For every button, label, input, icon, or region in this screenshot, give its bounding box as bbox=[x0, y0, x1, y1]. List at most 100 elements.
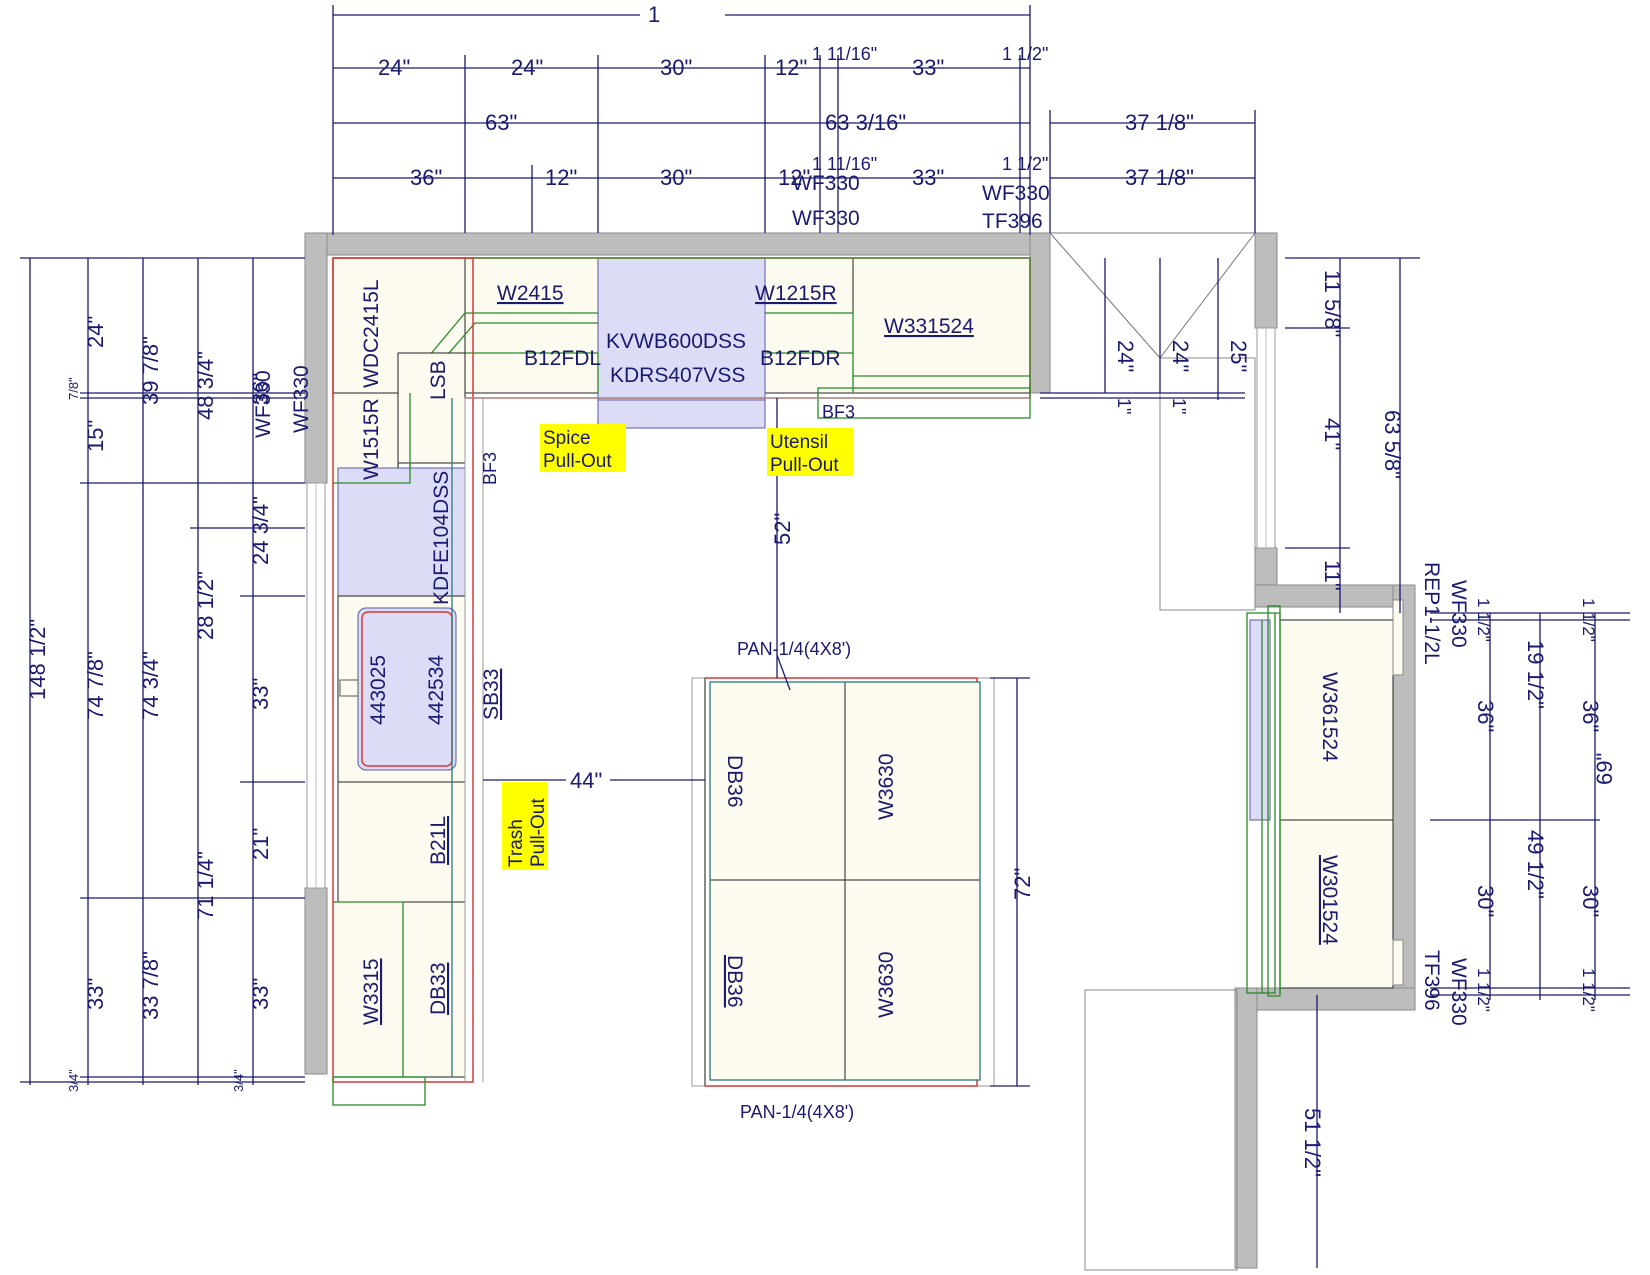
dim-run-1-1-2b: 1 1/2" bbox=[1474, 968, 1493, 1012]
faucet-icon bbox=[339, 679, 359, 697]
cabinet-w3315[interactable] bbox=[332, 901, 404, 1078]
label-b12fdl: B12FDL bbox=[524, 347, 601, 370]
island-db36-bottom[interactable] bbox=[709, 879, 846, 1081]
dim-corner-24a: 24" bbox=[1113, 340, 1138, 372]
cabinet-w361524[interactable] bbox=[1279, 619, 1394, 821]
note-spice-bg bbox=[540, 424, 626, 472]
dishwasher[interactable] bbox=[337, 467, 466, 597]
label-w2415: W2415 bbox=[497, 282, 564, 305]
dim-center-44: 44" bbox=[570, 768, 602, 793]
label-db36-bottom: DB36 bbox=[723, 955, 746, 1008]
note-spice-line1: Spice bbox=[543, 428, 591, 449]
wall-left bbox=[304, 232, 328, 484]
island-w3630-top[interactable] bbox=[844, 681, 981, 881]
dim-run-30a: 30" bbox=[1473, 885, 1498, 917]
label-sink2: 442534 bbox=[425, 655, 448, 725]
dim-run-1-1-2a: 1 1/2" bbox=[1474, 598, 1493, 642]
filler-wf330-right2: WF330 bbox=[1447, 958, 1470, 1026]
notes: Spice Pull-Out Utensil Pull-Out Trash Pu… bbox=[502, 424, 853, 870]
note-trash-bg bbox=[502, 782, 548, 870]
dim-run-36b: 36" bbox=[1578, 700, 1603, 732]
dim-row2-37-1-8: 37 1/8" bbox=[1125, 110, 1194, 135]
cabinet-lsb[interactable] bbox=[397, 352, 466, 464]
dim-center-52: 52" bbox=[770, 513, 795, 545]
dim-run-19-1-2: 19 1/2" bbox=[1523, 640, 1548, 709]
filler-tf396-top: TF396 bbox=[982, 210, 1043, 233]
filler-wf330-right1: WF330 bbox=[1447, 580, 1470, 648]
panel-label-top: PAN-1/4(4X8') bbox=[737, 639, 851, 659]
dim-left-24: 24" bbox=[83, 316, 108, 348]
dim-corner-1a: 1" bbox=[1114, 398, 1134, 414]
label-b21l: B21L bbox=[427, 816, 450, 865]
wall-top bbox=[304, 232, 1051, 256]
label-w3315: W3315 bbox=[360, 958, 383, 1025]
dim-left-33b: 33" bbox=[83, 978, 108, 1010]
cabinet-w301524[interactable] bbox=[1279, 819, 1394, 989]
dim-row1-12: 12" bbox=[775, 55, 807, 80]
bf3-filler-box bbox=[817, 387, 1031, 419]
dim-row2-63-3-16: 63 3/16" bbox=[825, 110, 906, 135]
dim-left-48-3-4: 48 3/4" bbox=[193, 351, 218, 420]
dim-row1-33: 33" bbox=[912, 55, 944, 80]
dim-row3-36: 36" bbox=[410, 165, 442, 190]
filler-labels: WF330 WF330 WF330 TF396 WF330 WF330 WF33… bbox=[252, 172, 1470, 1026]
label-w301524: W301524 bbox=[1318, 855, 1341, 945]
filler-wf330-top3: WF330 bbox=[982, 182, 1050, 205]
dim-run-1-1-2d: 1 1/2" bbox=[1579, 968, 1598, 1012]
label-range: KDRS407VSS bbox=[610, 364, 745, 387]
label-db33: DB33 bbox=[427, 962, 450, 1015]
wall-bottom-right-vert bbox=[1234, 987, 1258, 1269]
dim-row1-1-1-2: 1 1/2" bbox=[1002, 44, 1048, 64]
right-panel bbox=[1249, 619, 1271, 821]
dim-row2-63: 63" bbox=[485, 110, 517, 135]
left-run bbox=[332, 257, 1030, 1106]
dim-row3-37-1-8: 37 1/8" bbox=[1125, 165, 1194, 190]
top-run bbox=[332, 257, 1031, 483]
dim-row3-30: 30" bbox=[660, 165, 692, 190]
dim-left-36: 36" bbox=[248, 373, 273, 405]
dim-row3-33: 33" bbox=[912, 165, 944, 190]
label-b12fdr: B12FDR bbox=[760, 347, 841, 370]
dim-run-30b: 30" bbox=[1578, 885, 1603, 917]
cabinet-w1215r[interactable] bbox=[764, 257, 854, 394]
label-w361524: W361524 bbox=[1318, 672, 1341, 762]
label-bf3-top: BF3 bbox=[822, 402, 855, 422]
dim-left-148: 148 1/2" bbox=[25, 619, 50, 700]
dim-right-11: 11" bbox=[1320, 560, 1345, 591]
label-db36-top: DB36 bbox=[723, 755, 746, 808]
label-hood: KVWB600DSS bbox=[606, 330, 746, 353]
dim-run-1-1-2c: 1 1/2" bbox=[1579, 598, 1598, 642]
dim-left-74-7-8: 74 7/8" bbox=[83, 651, 108, 720]
note-utensil-bg bbox=[767, 428, 853, 476]
note-spice-line2: Pull-Out bbox=[543, 451, 612, 472]
dim-right-41: 41" bbox=[1320, 418, 1345, 450]
openings bbox=[306, 232, 1276, 1271]
note-utensil-line2: Pull-Out bbox=[770, 455, 839, 476]
dim-row3-1-1-2: 1 1/2" bbox=[1002, 154, 1048, 174]
cabinet-w2415[interactable] bbox=[464, 257, 599, 394]
hall-outline bbox=[1159, 357, 1256, 611]
filler-tf bbox=[1392, 939, 1404, 986]
wall-left-lower bbox=[304, 887, 328, 1075]
dim-run-49-1-2: 49 1/2" bbox=[1523, 830, 1548, 899]
dim-row1-30: 30" bbox=[660, 55, 692, 80]
dim-corner-1b: 1" bbox=[1169, 398, 1189, 414]
dim-center-72: 72" bbox=[1010, 868, 1035, 900]
dim-right-11-5-8: 11 5/8" bbox=[1320, 270, 1345, 337]
dim-row1-24b: 24" bbox=[511, 55, 543, 80]
cabinet-b21l[interactable] bbox=[337, 781, 466, 903]
label-bf3-left: BF3 bbox=[480, 452, 500, 485]
label-w331524: W331524 bbox=[884, 315, 974, 338]
island-w3630-bottom[interactable] bbox=[844, 879, 981, 1081]
dim-left-3-4a: 3/4" bbox=[66, 1069, 81, 1092]
dim-left-28-1-2: 28 1/2" bbox=[193, 571, 218, 640]
right-run bbox=[1246, 599, 1404, 997]
dim-row1-24a: 24" bbox=[378, 55, 410, 80]
dim-left-24-3-4: 24 3/4" bbox=[248, 496, 273, 565]
label-w1215r: W1215R bbox=[755, 282, 837, 305]
island bbox=[691, 677, 995, 1087]
filler-wf330-top1: WF330 bbox=[792, 172, 860, 195]
dim-left-74-3-4: 74 3/4" bbox=[138, 651, 163, 720]
adjacent-room-outline bbox=[1084, 989, 1238, 1271]
